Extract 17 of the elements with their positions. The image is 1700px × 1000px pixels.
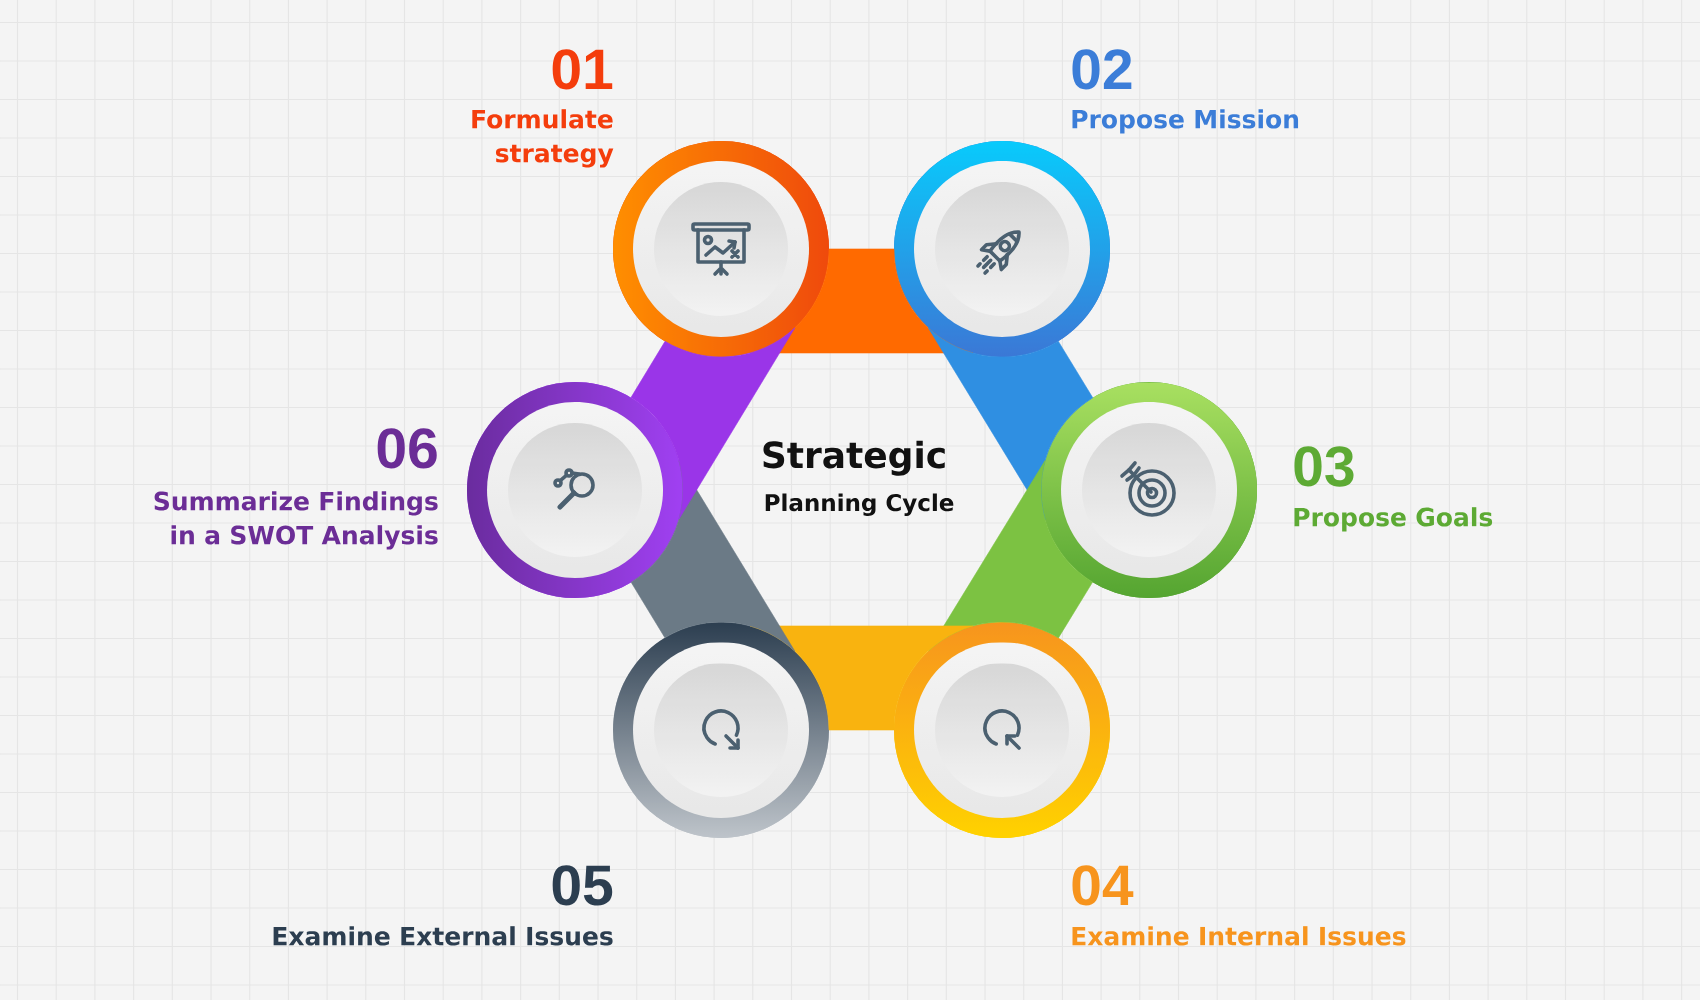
step-title: Examine External Issues <box>273 926 613 946</box>
heading: Strategic <box>763 440 945 476</box>
step-title: Propose Goals <box>1294 507 1493 532</box>
step-title: Propose Mission <box>1072 109 1299 134</box>
step-number: 01 <box>552 49 613 90</box>
subheading: Planning Cycle <box>765 493 954 516</box>
step-title: Summarize Findings in a SWOT Analysis <box>154 491 438 550</box>
step-number: 03 <box>1294 446 1354 487</box>
step-number: 06 <box>377 428 437 469</box>
connector-band <box>630 327 796 520</box>
connector-band <box>928 327 1094 520</box>
step-title: Examine Internal Issues <box>1072 926 1406 946</box>
step-number: 02 <box>1072 49 1132 90</box>
step-number: 05 <box>552 865 613 906</box>
step-title: Formulate strategy <box>472 109 614 168</box>
connector-band <box>749 248 974 354</box>
step-number: 04 <box>1072 865 1134 906</box>
